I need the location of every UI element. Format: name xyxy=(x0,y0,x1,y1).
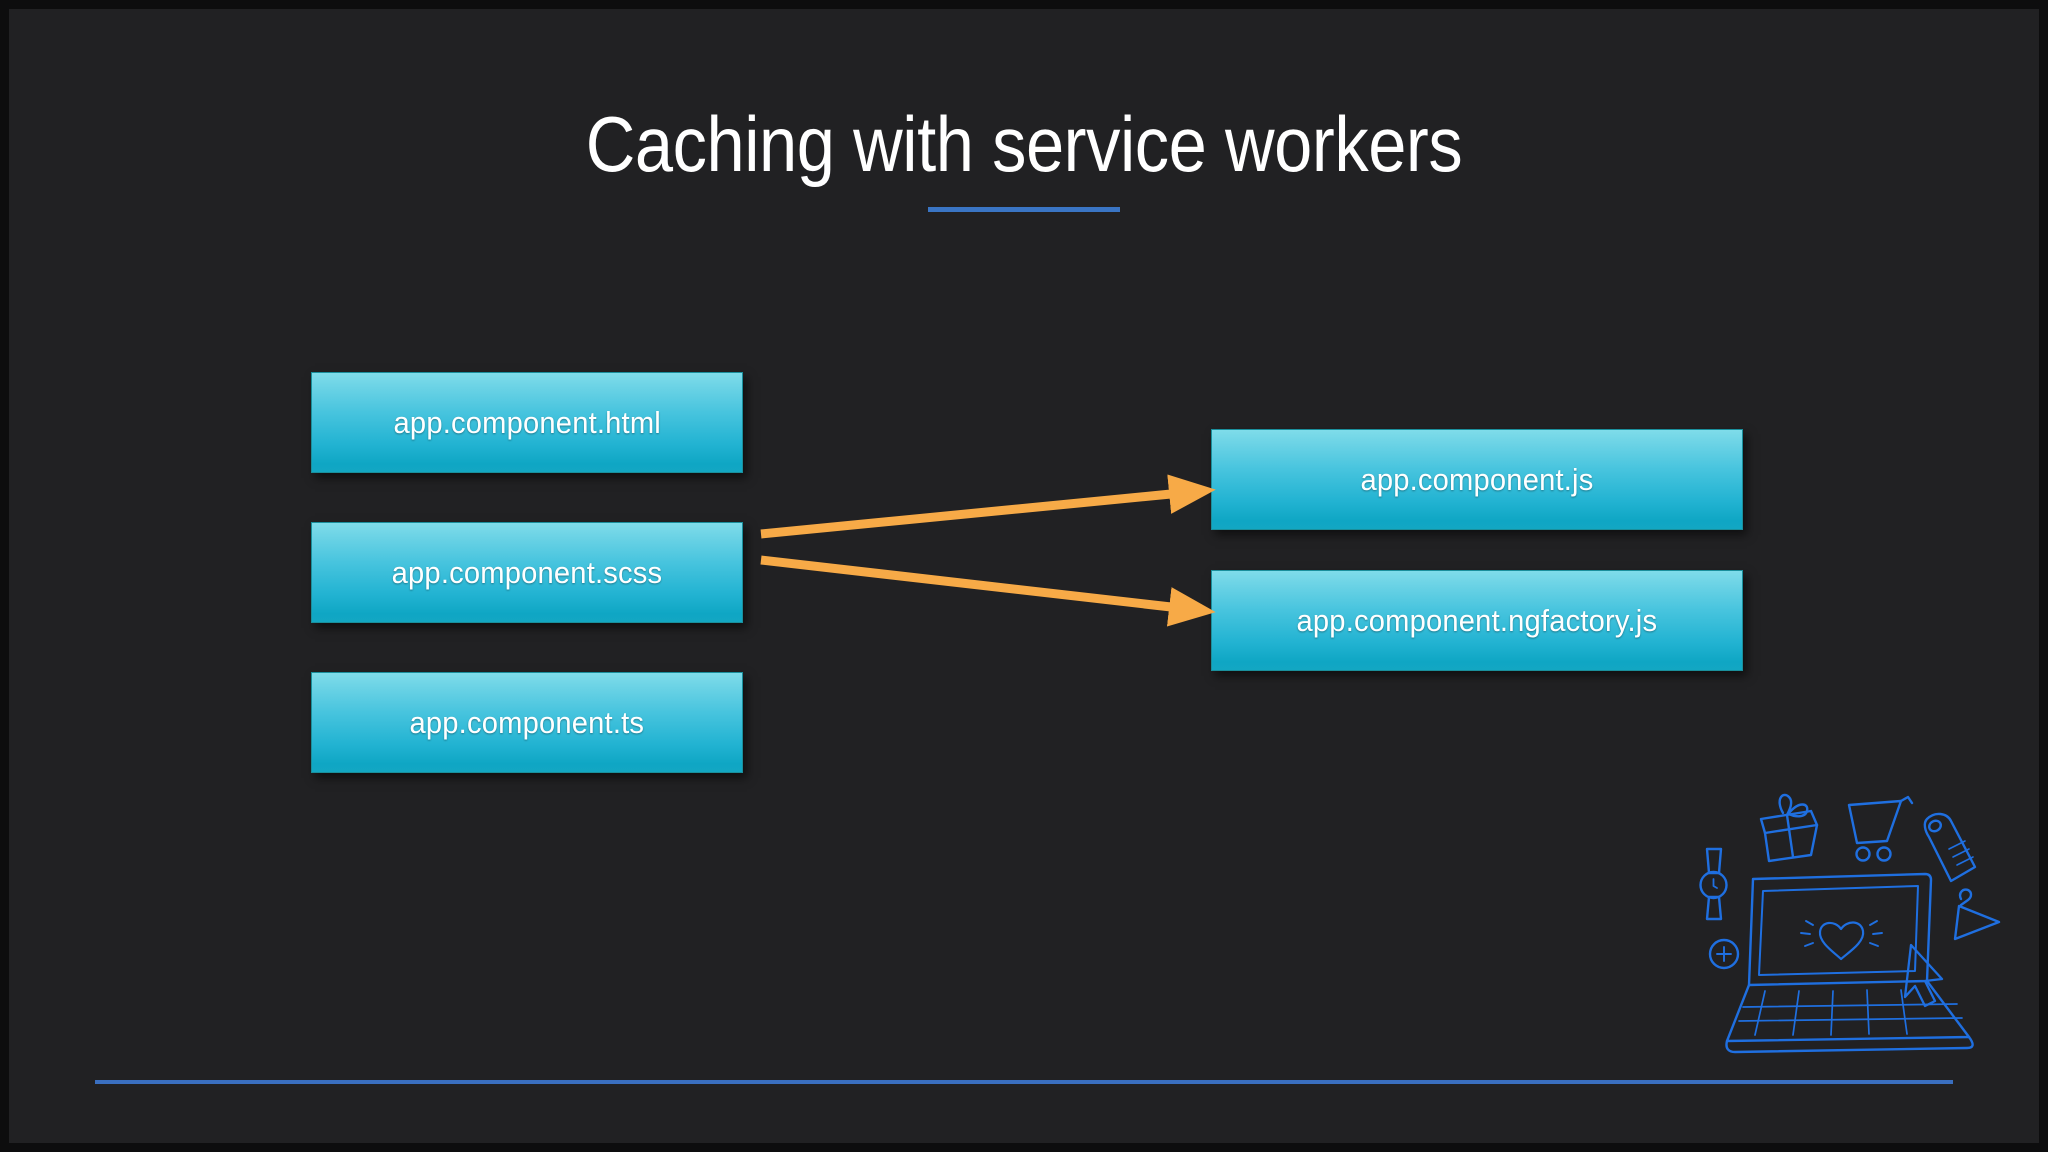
wristwatch-icon xyxy=(1699,847,1728,921)
price-tag-icon xyxy=(1923,812,1977,883)
gift-box-icon xyxy=(1759,793,1819,863)
plus-circle-icon xyxy=(1708,938,1740,970)
diagram-node-app-component-scss[interactable]: app.component.scss xyxy=(311,522,743,623)
clothes-hanger-icon xyxy=(1953,888,2001,941)
page-title: Caching with service workers xyxy=(585,100,1463,188)
node-label: app.component.ts xyxy=(409,704,645,740)
diagram-node-app-component-html[interactable]: app.component.html xyxy=(311,372,743,473)
title-block: Caching with service workers xyxy=(9,100,2039,212)
slide-canvas: Caching with service workers app.compone… xyxy=(9,9,2039,1143)
node-label: app.component.ngfactory.js xyxy=(1296,602,1658,638)
diagram-node-app-component-ngfactory-js[interactable]: app.component.ngfactory.js xyxy=(1211,570,1743,671)
node-label: app.component.js xyxy=(1360,461,1594,497)
ecommerce-illustration xyxy=(1699,793,2001,1054)
shopping-cart-icon xyxy=(1847,795,1914,862)
node-label: app.component.html xyxy=(393,404,661,440)
title-underline-rule xyxy=(928,207,1120,212)
heart-icon xyxy=(1800,920,1883,961)
mouse-cursor-icon xyxy=(1903,943,1944,1008)
diagram-node-app-component-ts[interactable]: app.component.ts xyxy=(311,672,743,773)
arrow-scss-to-js xyxy=(760,474,1216,539)
heart-rays xyxy=(1800,920,1883,947)
arrow-scss-to-ngfactory xyxy=(760,555,1216,627)
footer-divider-rule xyxy=(95,1080,1953,1084)
laptop-icon xyxy=(1725,872,1974,1054)
node-label: app.component.scss xyxy=(391,554,663,590)
diagram-node-app-component-js[interactable]: app.component.js xyxy=(1211,429,1743,530)
